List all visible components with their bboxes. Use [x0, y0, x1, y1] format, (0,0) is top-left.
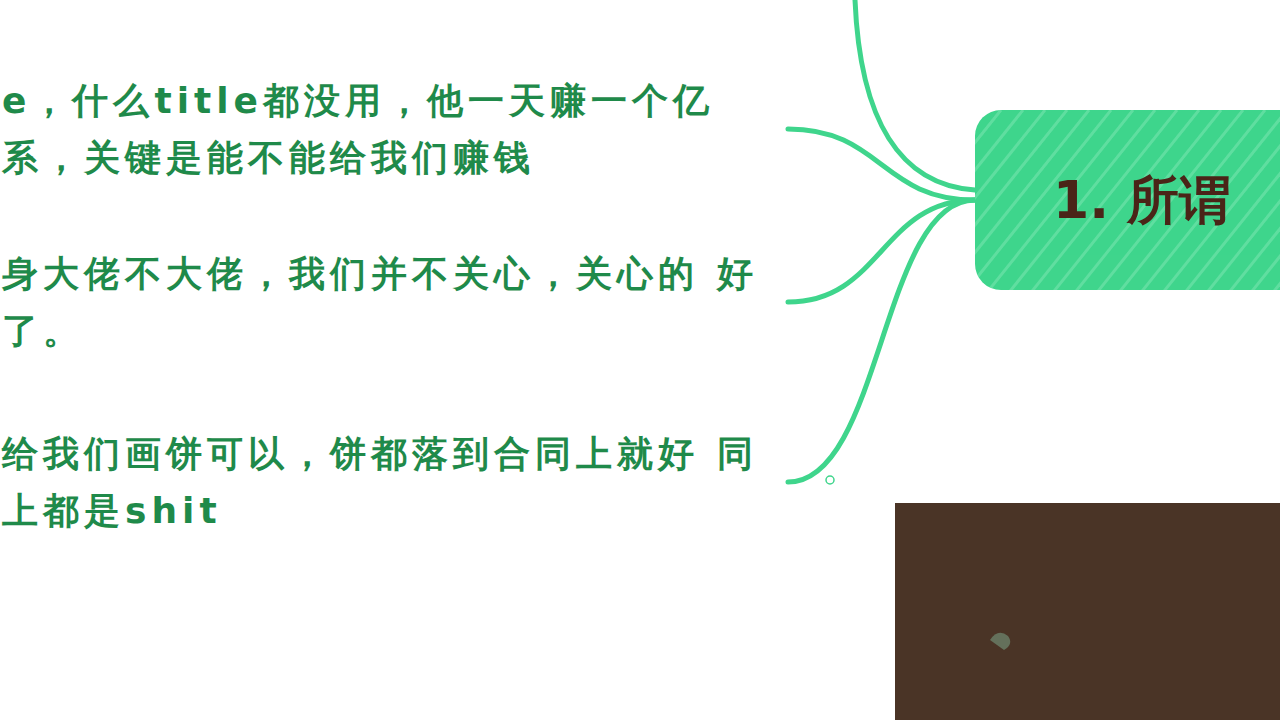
branch-dot	[826, 476, 834, 484]
hatch-stroke	[1237, 110, 1280, 290]
hatch-stroke	[1259, 110, 1280, 290]
branch-note: 身大佬不大佬，我们并不关心，关心的 好了。	[2, 245, 780, 359]
branch-connector	[788, 200, 975, 482]
note-text: 身大佬不大佬，我们并不关心，关心的 好了。	[2, 245, 780, 359]
branch-line	[855, 0, 975, 190]
note-text: 给我们画饼可以，饼都落到合同上就好 同上都是shit	[2, 425, 780, 539]
branch-note: e，什么title都没用，他一天赚一个亿 系，关键是能不能给我们赚钱	[2, 72, 780, 186]
branch-connector	[788, 129, 975, 200]
overlay-figure	[990, 633, 1010, 650]
topic-box: 1. 所谓	[975, 110, 1280, 290]
branch-connector	[788, 200, 975, 302]
video-overlay	[895, 503, 1280, 720]
note-text: e，什么title都没用，他一天赚一个亿 系，关键是能不能给我们赚钱	[2, 72, 780, 186]
topic-title: 1. 所谓	[1053, 170, 1231, 230]
branch-note: 给我们画饼可以，饼都落到合同上就好 同上都是shit	[2, 425, 780, 539]
